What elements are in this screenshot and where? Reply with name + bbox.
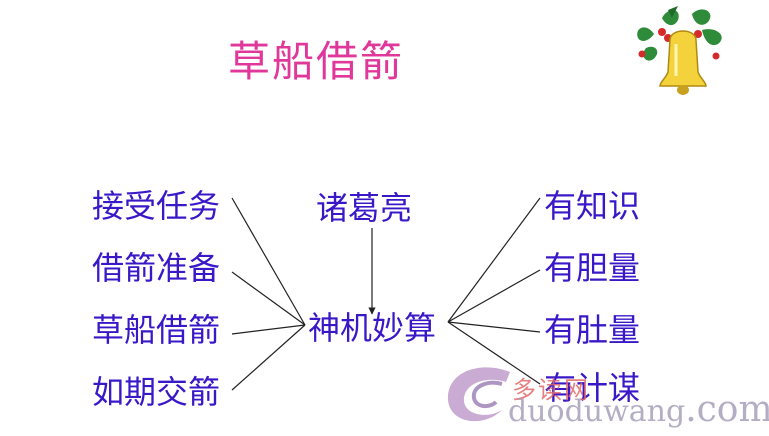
line-left-4 [231,324,306,391]
node-center: 神机妙算 [308,309,437,347]
diagram-title: 草船借箭 [228,37,405,86]
node-left-1: 接受任务 [92,187,221,225]
watermark-domain-name: duoduwang [508,394,686,429]
node-right-1: 有知识 [544,187,641,225]
node-right-4: 有计谋 [544,369,641,407]
watermark-domain: duoduwang.com [508,392,769,428]
line-right-3 [447,321,541,333]
line-right-4 [447,321,541,385]
line-right-2 [447,269,541,323]
watermark-cn: 多读网 [512,376,590,404]
line-left-3 [231,324,306,335]
node-top: 诸葛亮 [316,189,413,227]
line-left-1 [231,197,306,326]
swirl-logo-icon [447,367,510,422]
line-right-1 [447,197,541,323]
line-left-2 [231,271,306,326]
watermark-tld: .com [685,389,769,430]
node-right-3: 有肚量 [544,311,641,349]
node-right-2: 有胆量 [544,249,641,287]
christmas-bell-icon [637,6,722,95]
node-left-2: 借箭准备 [92,249,221,287]
node-left-3: 草船借箭 [92,311,221,349]
node-left-4: 如期交箭 [92,373,221,411]
